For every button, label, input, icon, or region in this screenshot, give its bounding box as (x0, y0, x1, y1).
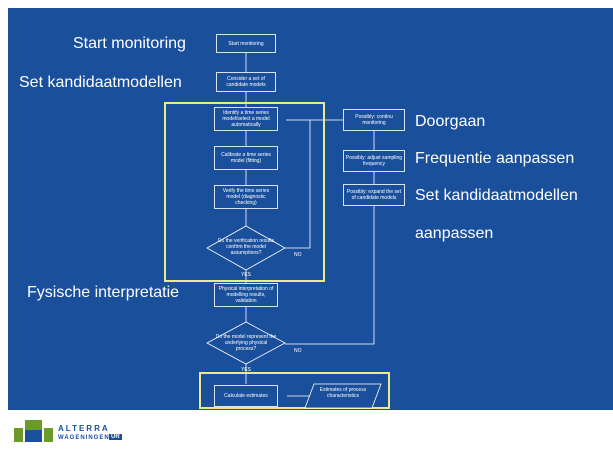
estimates-output-shape (304, 383, 382, 409)
calculate-estimates-text: Calculate estimates (224, 393, 268, 399)
calibrate-model-text: Calibrate a time series model (fitting) (221, 152, 271, 164)
verification-decision-diamond (206, 225, 286, 271)
caption-fysische-interpretatie: Fysische interpretatie (27, 284, 180, 301)
no-label-2: NO (294, 348, 302, 354)
continue-monitoring-box: Possibly: continu monitoring (343, 109, 405, 131)
expand-set-box: Possibly: expand the set of candidate mo… (343, 184, 405, 206)
alterra-logo-mark (14, 420, 53, 442)
represent-diamond-text: Do the model represent the underlying ph… (215, 334, 277, 352)
highlight-frame-model-loop (164, 102, 325, 282)
caption-doorgaan: Doorgaan (415, 113, 486, 130)
consider-candidate-text: Consider a set of candidate models (226, 76, 266, 88)
caption-frequentie-aanpassen: Frequentie aanpassen (415, 150, 575, 167)
physical-interpretation-box: Physical interpretation of modelling res… (214, 283, 278, 307)
estimates-output-text: Estimates of process characteristics (319, 387, 367, 399)
logo-wageningen-text: WAGENINGEN (58, 435, 110, 441)
adjust-frequency-text: Possibly: adjust sampling frequency (345, 155, 403, 167)
continue-monitoring-text: Possibly: continu monitoring (355, 114, 393, 126)
caption-start-monitoring: Start monitoring (73, 35, 186, 52)
calibrate-model-box: Calibrate a time series model (fitting) (214, 146, 278, 170)
yes-label-2: YES (241, 367, 252, 373)
highlight-frame-estimates (199, 372, 390, 409)
logo-alterra-text: ALTERRA (58, 424, 110, 433)
identify-model-text: Identify a time series model/select a mo… (222, 110, 270, 128)
physical-process-decision-diamond (206, 321, 286, 365)
calculate-estimates-box: Calculate estimates (214, 385, 278, 407)
yes-label-1: YES (241, 272, 252, 278)
caption-set-kandidaatmodellen-2: Set kandidaatmodellen (415, 187, 578, 204)
consider-candidate-box: Consider a set of candidate models (216, 72, 276, 92)
verify-model-box: Verify the time series model (diagnostic… (214, 185, 278, 209)
confirm-diamond-text: Do the verification results confirm the … (217, 238, 275, 256)
blue-panel (8, 8, 613, 410)
no-label-1: NO (294, 252, 302, 258)
start-monitoring-box: Start monitoring (216, 34, 276, 53)
logo-ur-badge: UR (109, 434, 122, 440)
identify-model-box: Identify a time series model/select a mo… (214, 107, 278, 131)
caption-set-kandidaatmodellen: Set kandidaatmodellen (19, 74, 182, 91)
start-monitoring-text: Start monitoring (228, 40, 264, 47)
adjust-frequency-box: Possibly: adjust sampling frequency (343, 150, 405, 172)
expand-set-text: Possibly: expand the set of candidate mo… (346, 189, 402, 201)
caption-aanpassen: aanpassen (415, 225, 494, 242)
footer: ALTERRA WAGENINGEN UR (0, 410, 613, 461)
physical-interpretation-text: Physical interpretation of modelling res… (218, 286, 274, 304)
verify-model-text: Verify the time series model (diagnostic… (222, 188, 270, 206)
